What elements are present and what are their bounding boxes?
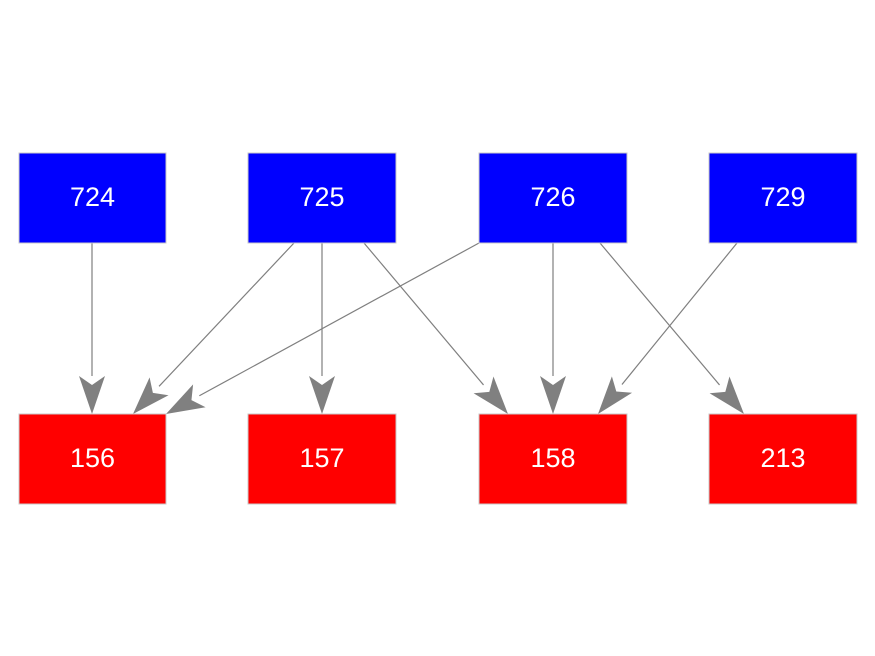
edges-layer xyxy=(79,242,744,414)
edge-arrowhead xyxy=(166,384,206,414)
edge-arrowhead xyxy=(709,376,744,414)
graph-edge xyxy=(598,242,738,414)
node-rect[interactable] xyxy=(478,152,628,244)
edge-arrowhead xyxy=(79,376,105,414)
node-rect[interactable] xyxy=(708,413,858,505)
node-label: 158 xyxy=(530,443,575,473)
target-node-156[interactable]: 156 xyxy=(18,413,167,505)
target-node-158[interactable]: 158 xyxy=(478,413,628,505)
edge-shaft xyxy=(158,242,295,387)
source-node-726[interactable]: 726 xyxy=(478,152,628,244)
edge-shaft xyxy=(363,242,484,386)
edge-arrowhead xyxy=(598,376,633,414)
node-rect[interactable] xyxy=(18,413,167,505)
edge-arrowhead xyxy=(473,376,508,414)
edge-shaft xyxy=(621,242,738,385)
graph-edge xyxy=(133,242,295,414)
source-node-724[interactable]: 724 xyxy=(18,152,167,244)
graph-edge xyxy=(599,242,744,414)
graph-edge xyxy=(309,243,335,414)
node-rect[interactable] xyxy=(247,413,397,505)
edge-arrowhead xyxy=(540,376,566,414)
node-label: 213 xyxy=(760,443,805,473)
node-label: 157 xyxy=(299,443,344,473)
graph-edge xyxy=(166,242,480,414)
node-rect[interactable] xyxy=(708,152,858,244)
target-node-213[interactable]: 213 xyxy=(708,413,858,505)
edge-arrowhead xyxy=(133,377,169,414)
target-node-157[interactable]: 157 xyxy=(247,413,397,505)
source-node-725[interactable]: 725 xyxy=(247,152,397,244)
graph-edge xyxy=(363,242,508,414)
node-rect[interactable] xyxy=(478,413,628,505)
node-label: 726 xyxy=(530,182,575,212)
edge-shaft xyxy=(199,242,480,397)
nodes-layer: 724 725 726 729 156 157 158 213 xyxy=(18,152,858,505)
node-label: 156 xyxy=(70,443,115,473)
node-rect[interactable] xyxy=(18,152,167,244)
graph-edge xyxy=(79,243,105,414)
edge-shaft xyxy=(599,242,720,386)
node-rect[interactable] xyxy=(247,152,397,244)
node-label: 724 xyxy=(70,182,115,212)
graph-edge xyxy=(540,243,566,414)
edge-arrowhead xyxy=(309,376,335,414)
node-label: 725 xyxy=(299,182,344,212)
source-node-729[interactable]: 729 xyxy=(708,152,858,244)
node-label: 729 xyxy=(760,182,805,212)
